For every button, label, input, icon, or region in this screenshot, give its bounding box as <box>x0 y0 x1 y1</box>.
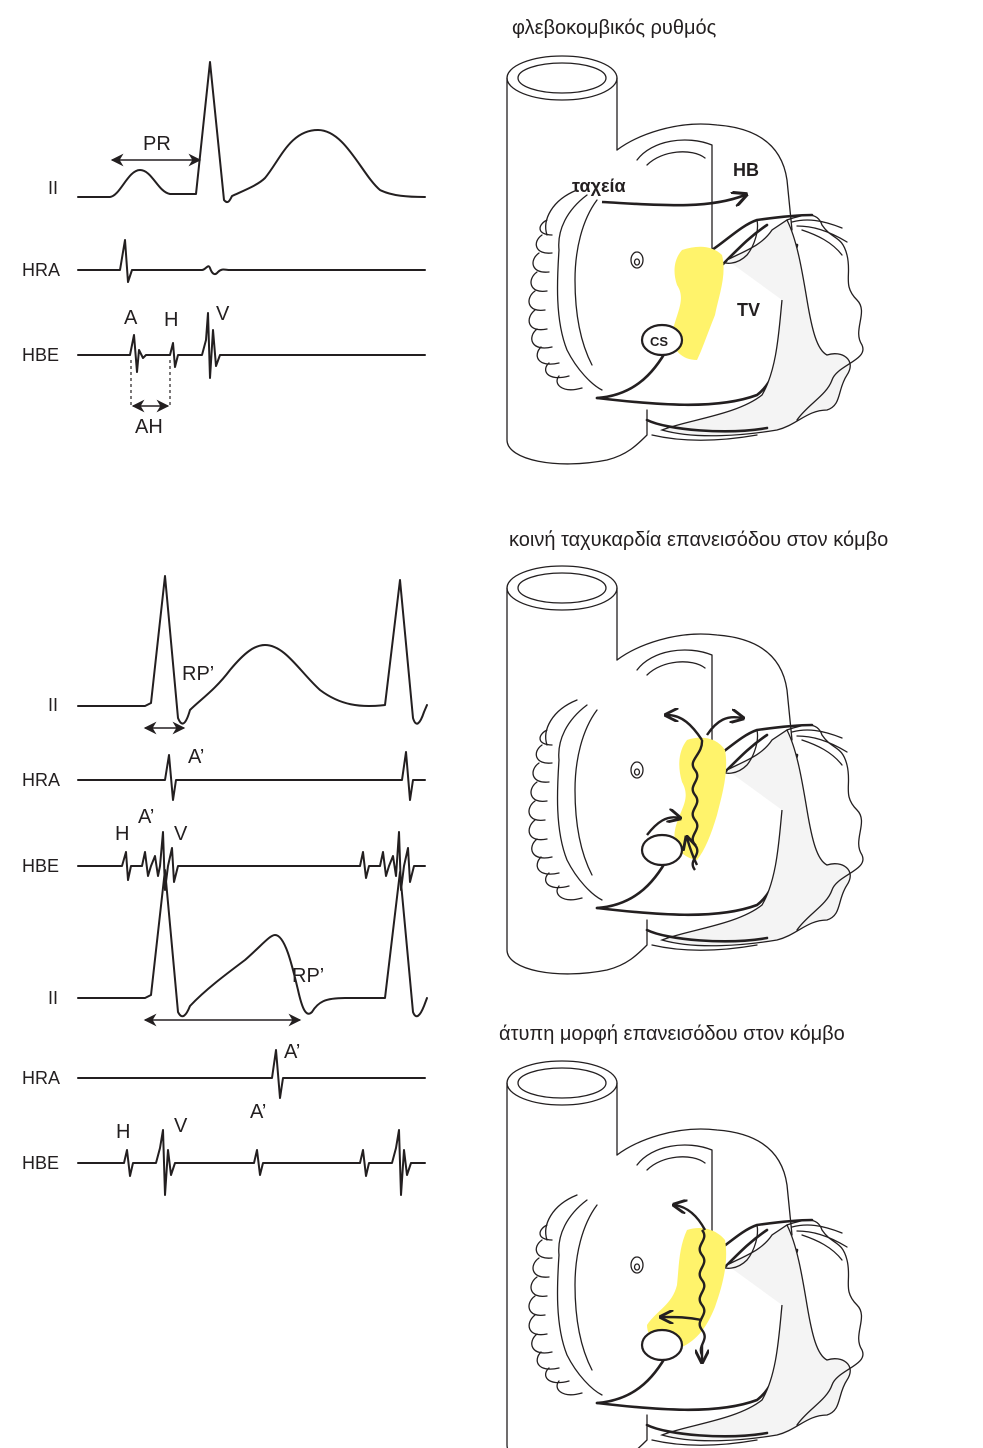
hbe-label-V: V <box>216 303 230 325</box>
hbe-label-H: H <box>164 309 178 331</box>
rp-label-3: RP’ <box>292 965 324 987</box>
his-bundle-label: HB <box>733 160 759 180</box>
hbe-label-H-3: H <box>116 1121 130 1143</box>
lead-HRA-trace-3 <box>78 1050 425 1098</box>
heart-diagram-2 <box>507 566 863 974</box>
lead-HRA-trace <box>78 240 425 282</box>
retro-arrow-top-3 <box>675 1205 705 1230</box>
lead-II-trace-3 <box>78 870 427 1016</box>
hbe-label-A-prime-2: A’ <box>138 806 154 828</box>
panel-title-1: φλεβοκομβικός ρυθμός <box>512 17 717 39</box>
lead-label-HBE: HBE <box>22 345 59 365</box>
lead-label-HRA-2: HRA <box>22 770 60 790</box>
lead-HBE-trace-2 <box>78 832 425 890</box>
lead-label-HBE-3: HBE <box>22 1153 59 1173</box>
lead-label-II-3: II <box>48 988 58 1008</box>
heart-diagram-1: CS ταχεία HB TV <box>507 56 863 464</box>
lead-label-HRA-3: HRA <box>22 1068 60 1088</box>
rp-label-2: RP’ <box>182 663 214 685</box>
pr-label: PR <box>143 133 171 155</box>
retrograde-arrow-left-2 <box>667 715 702 740</box>
hra-label-A-prime-bottom-3: A’ <box>250 1101 266 1123</box>
tricuspid-valve-label: TV <box>737 300 760 320</box>
panel-typical-avnrt: κοινή ταχυκαρδία επανεισόδου στον κόμβο … <box>22 529 888 974</box>
panel-title-3: άτυπη μορφή επανεισόδου στον κόμβο <box>499 1023 845 1045</box>
fast-pathway-label: ταχεία <box>572 176 626 196</box>
panel-title-2: κοινή ταχυκαρδία επανεισόδου στον κόμβο <box>509 529 888 551</box>
lead-label-HRA: HRA <box>22 260 60 280</box>
av-node-highlight-2 <box>674 738 726 860</box>
lead-label-II: II <box>48 178 58 198</box>
lead-HRA-trace-2 <box>78 752 425 800</box>
hbe-label-H-2: H <box>115 823 129 845</box>
heart-diagram-3 <box>507 1061 863 1448</box>
hbe-label-A: A <box>124 307 138 329</box>
lead-II-trace <box>78 62 425 202</box>
panel-sinus-rhythm: φλεβοκομβικός ρυθμός II HRA HBE PR A H V… <box>22 17 863 464</box>
lead-label-HBE-2: HBE <box>22 856 59 876</box>
hbe-label-V-2: V <box>174 823 188 845</box>
fast-pathway-arrow <box>602 195 745 205</box>
panel-atypical-avnrt: άτυπη μορφή επανεισόδου στον κόμβο II HR… <box>22 870 863 1448</box>
cs-label: CS <box>650 334 668 349</box>
cs-entry-arrow-2 <box>647 817 679 835</box>
lead-II-trace-2 <box>78 576 427 724</box>
ah-label: AH <box>135 416 163 438</box>
hra-label-A-prime-top-3: A’ <box>284 1041 300 1063</box>
hbe-label-V-3: V <box>174 1115 188 1137</box>
lead-label-II-2: II <box>48 695 58 715</box>
hra-label-A-prime-2: A’ <box>188 746 204 768</box>
